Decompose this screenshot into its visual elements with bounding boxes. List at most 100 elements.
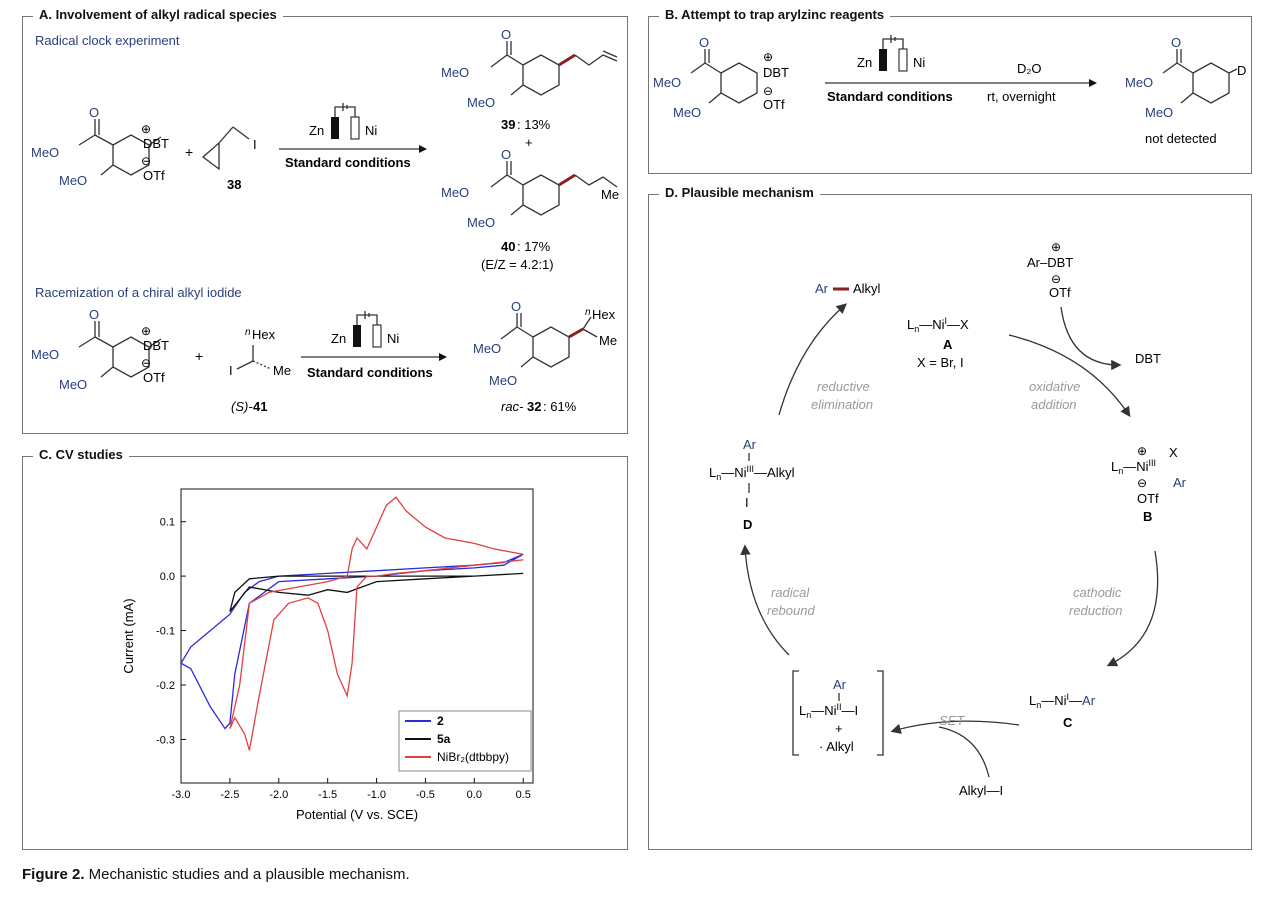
panel-b-title: B. Attempt to trap arylzinc reagents — [659, 7, 891, 22]
svg-text:addition: addition — [1031, 397, 1077, 412]
mechanism-cycle: Ar Alkyl Ln—NiI—X A X = Br, I ⊕ Ar–DBT ⊖… — [709, 240, 1187, 798]
svg-text:Me: Me — [273, 363, 291, 378]
panel-a: A. Involvement of alkyl radical species … — [22, 7, 628, 434]
svg-text:O: O — [501, 27, 511, 42]
svg-text:elimination: elimination — [811, 397, 873, 412]
svg-text:Ar: Ar — [833, 677, 847, 692]
svg-text:B: B — [1143, 509, 1152, 524]
svg-text:O: O — [89, 105, 99, 120]
plot-frame — [180, 488, 534, 784]
series-line — [229, 496, 524, 751]
svg-text:MeO: MeO — [441, 65, 469, 80]
svg-text:reduction: reduction — [1069, 603, 1122, 618]
svg-text:n: n — [245, 327, 251, 338]
svg-text:⊕: ⊕ — [1137, 444, 1147, 458]
ar-dbt-reagent: ⊕ Ar–DBT ⊖ OTf — [1027, 240, 1073, 300]
svg-text:O: O — [501, 147, 511, 162]
svg-text:⊕: ⊕ — [141, 122, 151, 136]
svg-text:⊕: ⊕ — [141, 324, 151, 338]
svg-text:⊖: ⊖ — [141, 154, 151, 168]
species-d: Ar Ln—NiIII—Alkyl I D — [709, 437, 795, 532]
dbt-label: DBT — [143, 136, 169, 151]
x-tick-label: 0.0 — [467, 789, 482, 801]
y-tick-label: 0.1 — [160, 517, 175, 529]
svg-text:Ni: Ni — [365, 123, 377, 138]
svg-text:: 17%: : 17% — [517, 239, 551, 254]
cpd-38-label: 38 — [227, 177, 241, 192]
panel-a-scheme: O MeO MeO ⊕ DBT ⊖ OTf + I 38 Zn Ni — [31, 27, 619, 414]
svg-text:MeO: MeO — [31, 347, 59, 362]
panel-d: D. Plausible mechanism Ar Alkyl Ln—NiI—X… — [648, 185, 1252, 850]
svg-text:cathodic: cathodic — [1073, 585, 1122, 600]
meo-label-2: MeO — [59, 173, 87, 188]
cyclopropylmethyl-iodide: I 38 — [201, 126, 257, 192]
series-line — [229, 572, 524, 612]
chiral-iodide-41: n Hex I Me (S)- 41 — [229, 327, 291, 414]
svg-text:Ln—NiIII—Alkyl: Ln—NiIII—Alkyl — [709, 464, 795, 482]
svg-text:+: + — [195, 348, 203, 364]
plus-sign: + — [185, 144, 193, 160]
legend-label: 2 — [437, 714, 444, 728]
y-axis-label: Current (mA) — [121, 598, 136, 673]
svg-text:39: 39 — [501, 117, 515, 132]
conditions-label-b: Standard conditions — [827, 89, 953, 104]
svg-text:MeO: MeO — [1145, 105, 1173, 120]
product-rac-32: O MeO MeO n Hex Me rac- 32 : 61% — [473, 299, 617, 414]
svg-text:I: I — [253, 137, 257, 152]
svg-text:Me: Me — [599, 333, 617, 348]
svg-text:DBT: DBT — [143, 338, 169, 353]
svg-text:X: X — [1169, 445, 1178, 460]
x-axis-label: Potential (V vs. SCE) — [296, 807, 418, 822]
svg-text:I: I — [229, 363, 233, 378]
electrolysis-cell-icon-b: Zn Ni — [857, 35, 925, 72]
svg-text:MeO: MeO — [489, 373, 517, 388]
svg-text:Ar–DBT: Ar–DBT — [1027, 255, 1073, 270]
aryl-dbt-reactant-2: O MeO MeO ⊕ DBT ⊖ OTf — [31, 307, 169, 392]
legend-label: 5a — [437, 732, 451, 746]
meo-label: MeO — [31, 145, 59, 160]
conditions-label-1: Standard conditions — [285, 155, 411, 170]
svg-text:MeO: MeO — [467, 215, 495, 230]
svg-text:MeO: MeO — [441, 185, 469, 200]
alkyl-iodide-label: Alkyl—I — [959, 783, 1003, 798]
svg-text:+: + — [835, 721, 843, 736]
x-tick-label: -1.0 — [367, 789, 386, 801]
legend-label: NiBr₂(dtbbpy) — [437, 750, 509, 764]
svg-text:Hex: Hex — [252, 327, 276, 342]
species-c: Ln—NiI—Ar C — [1029, 692, 1096, 730]
series-line — [180, 553, 524, 730]
svg-text:41: 41 — [253, 399, 267, 414]
y-tick-label: -0.1 — [156, 626, 175, 638]
svg-text:Me: Me — [601, 187, 619, 202]
svg-text:: 61%: : 61% — [543, 399, 577, 414]
svg-text:Zn: Zn — [857, 55, 872, 70]
svg-text:C: C — [1063, 715, 1073, 730]
svg-text:⊕: ⊕ — [1051, 240, 1061, 254]
product-ar-alkyl: Ar Alkyl — [815, 281, 881, 296]
species-b: ⊕ X Ln—NiIII Ar ⊖ OTf B — [1111, 444, 1187, 524]
panel-c-title: C. CV studies — [33, 447, 129, 462]
svg-text:Ln—NiI—Ar: Ln—NiI—Ar — [1029, 692, 1096, 710]
d2o-label: D₂O — [1017, 61, 1042, 76]
x-tick-label: -0.5 — [416, 789, 435, 801]
svg-text:⊕: ⊕ — [763, 50, 773, 64]
panel-a-title: A. Involvement of alkyl radical species — [33, 7, 283, 22]
x-tick-label: -1.5 — [318, 789, 337, 801]
svg-text:MeO: MeO — [467, 95, 495, 110]
svg-text:O: O — [1171, 35, 1181, 50]
svg-text:⊖: ⊖ — [1137, 476, 1147, 490]
aryl-dbt-reactant-b: O MeO MeO ⊕ DBT ⊖ OTf — [653, 35, 789, 120]
svg-text:Zn: Zn — [309, 123, 324, 138]
svg-text:Ar: Ar — [815, 281, 829, 296]
radical-clock-subtitle: Radical clock experiment — [35, 33, 180, 48]
svg-text:MeO: MeO — [1125, 75, 1153, 90]
svg-text:Ni: Ni — [913, 55, 925, 70]
panel-b: B. Attempt to trap arylzinc reagents O M… — [648, 7, 1252, 174]
svg-text:O: O — [699, 35, 709, 50]
svg-text:Ar: Ar — [743, 437, 757, 452]
svg-text:OTf: OTf — [1049, 285, 1071, 300]
svg-text:Standard conditions: Standard conditions — [307, 365, 433, 380]
svg-text:radical: radical — [771, 585, 810, 600]
